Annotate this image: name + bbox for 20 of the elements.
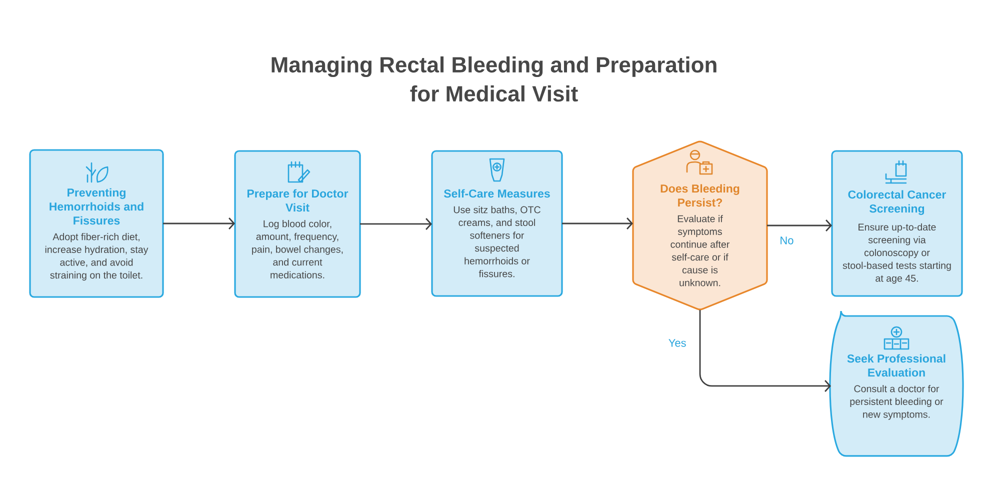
box-heading: Seek Professional Evaluation	[847, 354, 946, 377]
box-text: Consult a doctor for persistent bleeding or new symptoms.	[850, 385, 944, 420]
arrow	[699, 310, 831, 392]
arrow	[360, 218, 432, 230]
edge-label: No	[778, 235, 796, 246]
box-text: Evaluate if symptoms continue after self-care or if cause is unknown.	[670, 215, 730, 286]
box-heading: Preventing Hemorrhoids and Fissures	[50, 188, 144, 225]
arrow	[767, 220, 832, 232]
arrow	[562, 218, 633, 230]
box-text: Adopt fiber-rich diet, increase hydration, stay active, and avoid straining on the toilet.	[45, 233, 148, 281]
edge-label: Yes	[666, 338, 688, 348]
box-text: Log blood color, amount, frequency, pain, bowel changes, and current medications.	[252, 220, 343, 278]
box-text: Use sitz baths, OTC creams, and stool softeners for suspected hemorrhoids or fissures.	[454, 206, 540, 278]
box-heading: Prepare for Doctor Visit	[247, 189, 348, 212]
title: Managing Rectal Bleeding and Preparation for Medical Visit	[272, 56, 716, 102]
box-heading: Self-Care Measures	[444, 189, 550, 198]
box-heading: Does Bleeding Persist?	[660, 184, 740, 207]
box-text: Ensure up-to-date screening via colonoscopy or stool-based tests starting at age 45.	[842, 223, 951, 284]
box-heading: Colorectal Cancer Screening	[848, 190, 946, 215]
arrow	[163, 218, 236, 230]
